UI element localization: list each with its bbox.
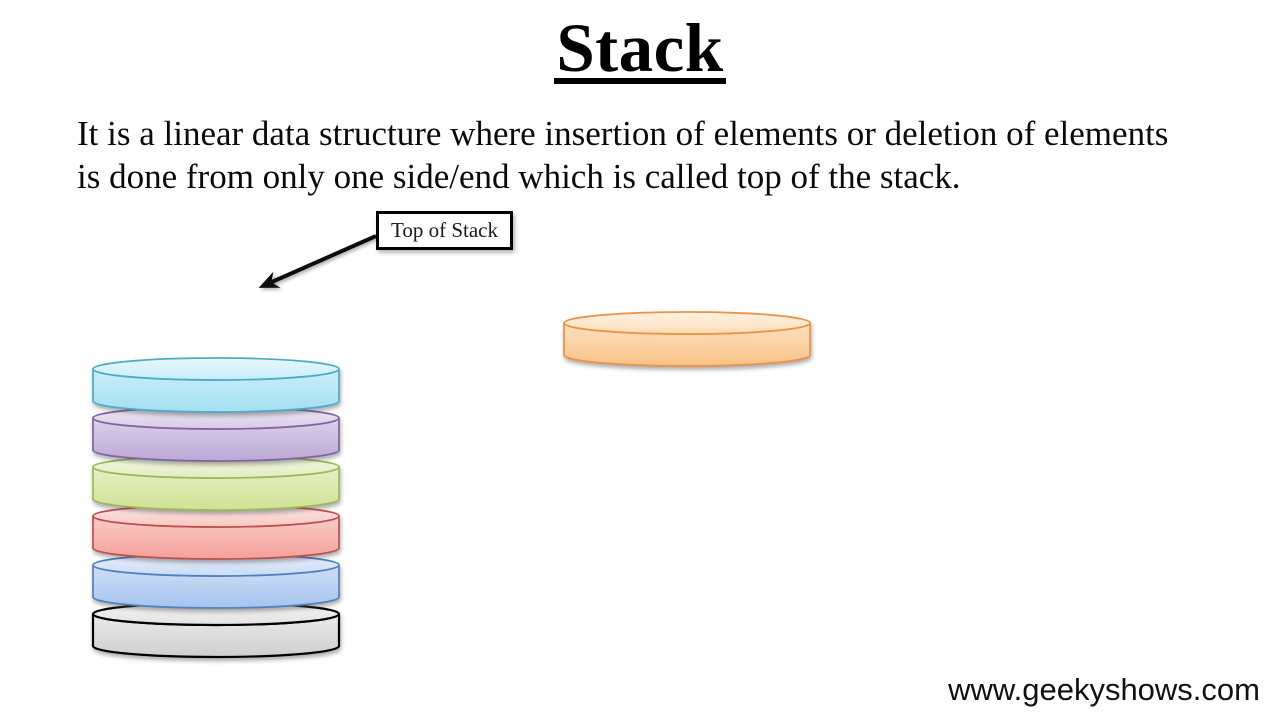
stack-disk-sky-blue	[91, 357, 341, 415]
stack-disk-gray	[91, 601, 341, 660]
watermark-text: www.geekyshows.com	[948, 672, 1260, 707]
stack-disk-green	[91, 455, 341, 513]
description-line-2: is done from only one side/end which is …	[77, 157, 961, 196]
description-text: It is a linear data structure where inse…	[77, 112, 1227, 198]
floating-element-disk	[562, 311, 812, 369]
stack-disk-salmon	[91, 504, 341, 562]
title-area: Stack	[0, 10, 1280, 86]
callout-label: Top of Stack	[390, 218, 498, 242]
callout-arrow-icon	[258, 234, 377, 288]
slide-title: Stack	[554, 10, 726, 86]
stack-disk-blue	[91, 553, 341, 611]
top-of-stack-callout: Top of Stack	[376, 211, 513, 250]
description-line-1: It is a linear data structure where inse…	[77, 114, 1169, 153]
stack-diagram	[91, 357, 341, 720]
